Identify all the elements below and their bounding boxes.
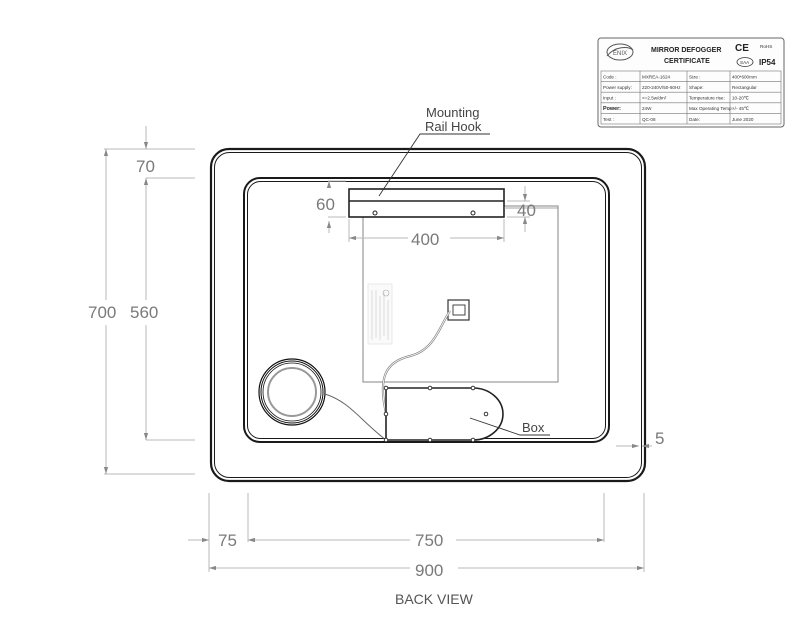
svg-text:560: 560 [130, 303, 158, 322]
dim-overall-height: 700 [88, 149, 116, 474]
svg-text:400*600mm: 400*600mm [732, 75, 757, 80]
svg-text:Power supply:: Power supply: [603, 85, 632, 90]
dim-rail-offset: 40 [504, 186, 558, 232]
svg-text:Test :: Test : [603, 117, 614, 122]
defogger-certificate: ENIX MIRROR DEFOGGER CERTIFICATE CE RoHS… [597, 37, 785, 128]
mirror-outer-frame [209, 147, 647, 483]
dim-inner-width: 750 [248, 531, 604, 550]
rail-hook-label-2: Rail Hook [425, 119, 482, 134]
cert-title-2: CERTIFICATE [664, 58, 710, 65]
svg-text:750: 750 [415, 531, 443, 550]
svg-text:70: 70 [136, 157, 155, 176]
rail-hook-label-1: Mounting [426, 105, 479, 120]
svg-text:24W: 24W [642, 106, 652, 111]
svg-text:10-20℃: 10-20℃ [732, 96, 750, 101]
touch-switch [447, 299, 470, 321]
svg-text:ENIX: ENIX [613, 51, 627, 57]
svg-text:Power:: Power: [603, 106, 621, 112]
svg-text:900: 900 [415, 561, 443, 580]
brand-logo: ENIX [606, 43, 634, 61]
saa-mark: SAA [740, 60, 750, 65]
box-leader [469, 417, 550, 436]
svg-text:June 2020: June 2020 [732, 117, 754, 122]
svg-text:MXREA-1624: MXREA-1624 [642, 75, 671, 80]
cert-row: Input : <=2.5w/dm² Temperature rise: 10-… [603, 96, 750, 101]
dim-edge-gap: 5 [616, 429, 664, 449]
svg-text:+/- 45℃: +/- 45℃ [732, 106, 750, 111]
svg-text:75: 75 [218, 531, 237, 550]
box-label: Box [522, 420, 545, 435]
dim-top-margin: 70 [136, 126, 155, 196]
cert-title-1: MIRROR DEFOGGER [651, 47, 721, 54]
svg-text:Date:: Date: [689, 117, 700, 122]
cert-row: Code : MXREA-1624 Size : 400*600mm [603, 75, 757, 80]
view-caption: BACK VIEW [395, 591, 474, 607]
mounting-rail-hook [348, 188, 505, 218]
svg-text:Max Operating Temp:: Max Operating Temp: [689, 106, 733, 111]
svg-text:5: 5 [655, 429, 664, 448]
rohs-mark: RoHS [760, 44, 772, 49]
dim-overall-width: 900 [209, 561, 644, 580]
svg-text:Shape:: Shape: [689, 85, 704, 90]
dim-rail-width: 400 [348, 219, 505, 249]
svg-text:Code :: Code : [603, 75, 617, 80]
light-cable [324, 393, 387, 441]
dim-inner-height: 560 [130, 196, 158, 440]
svg-text:<=2.5w/dm²: <=2.5w/dm² [642, 96, 667, 101]
cert-row: Test : QC-08 Date: June 2020 [603, 117, 754, 122]
dim-rail-height: 60 [316, 180, 346, 233]
cert-row: Power supply: 220-240V/50-60Hz Shape: Re… [603, 85, 757, 90]
junction-box [383, 385, 504, 443]
svg-text:Rectangular: Rectangular [732, 85, 757, 90]
svg-text:60: 60 [316, 195, 335, 214]
ip-rating: IP54 [759, 58, 776, 67]
svg-text:40: 40 [517, 201, 536, 220]
cert-row: Power: 24W Max Operating Temp: +/- 45℃ [603, 106, 750, 112]
svg-text:Temperature rise:: Temperature rise: [689, 96, 725, 101]
svg-text:Input :: Input : [603, 96, 616, 101]
rail-hook-leader [378, 133, 490, 197]
svg-text:QC-08: QC-08 [642, 117, 656, 122]
svg-text:220-240V/50-60Hz: 220-240V/50-60Hz [642, 85, 681, 90]
product-label-sticker [367, 283, 393, 345]
svg-text:700: 700 [88, 303, 116, 322]
svg-text:400: 400 [411, 230, 439, 249]
round-light-module [258, 358, 326, 426]
svg-text:Size :: Size : [689, 75, 701, 80]
ce-mark: CE [735, 43, 749, 54]
